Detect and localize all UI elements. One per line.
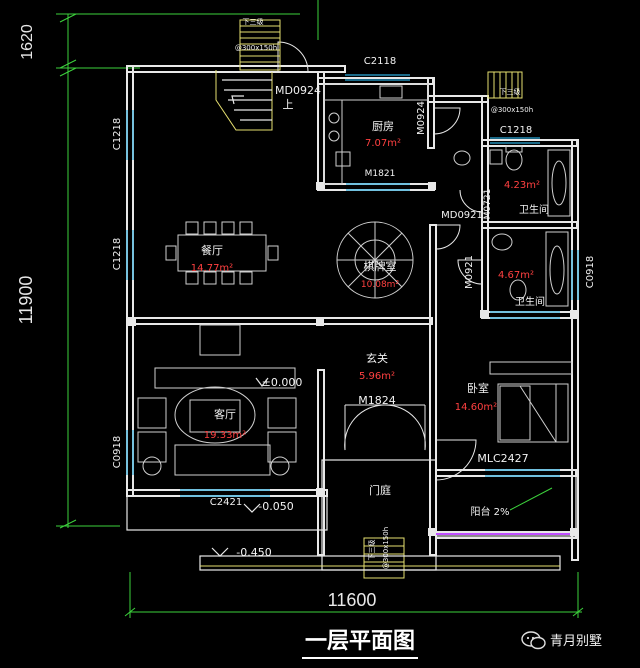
watermark-text: 青月别墅 (550, 634, 602, 649)
bath1-area: 4.23m² (504, 180, 540, 191)
component-labels: C2118 C1218 C1218 C0918 C0918 C1218 C242… (112, 17, 596, 569)
bottom-dimension-label: 11600 (328, 590, 377, 610)
label-c0918-right: C0918 (585, 256, 596, 288)
label-steps-top: 下三级 (243, 17, 264, 26)
dining-area: 14.77m² (191, 263, 233, 274)
plan-title: 一层平面图 (305, 629, 415, 654)
left-dimension-label: 11900 (16, 276, 36, 325)
label-m0721: M0721 (483, 189, 493, 220)
doors (277, 41, 483, 481)
dining-name: 餐厅 (201, 243, 223, 257)
furniture (128, 83, 578, 557)
label-steps-bottom: 下三级 (367, 540, 376, 561)
label-c2421: C2421 (210, 497, 242, 508)
label-m0921: M0921 (464, 255, 475, 289)
label-md0921: MD0921 (441, 210, 483, 221)
balcony-name: 阳台 2% (470, 505, 509, 518)
bath1-name: 卫生间 (519, 203, 549, 216)
label-stepsize-right: @300x150h (491, 106, 533, 114)
kitchen-area: 7.07m² (365, 138, 401, 149)
label-stepsize-bottom: @300x150h (382, 527, 390, 569)
bath2-area: 4.67m² (498, 270, 534, 281)
chess-area: 10.08m² (361, 280, 400, 290)
label-c1218-small: C1218 (500, 125, 532, 136)
living-name: 客厅 (214, 407, 236, 421)
bath2-name: 卫生间 (515, 295, 545, 308)
label-mlc2427: MLC2427 (477, 452, 528, 465)
foyer-area: 5.96m² (359, 371, 395, 382)
label-md0924: MD0924 (275, 84, 321, 97)
watermark: 青月别墅 (520, 628, 635, 654)
kitchen-name: 厨房 (372, 120, 394, 133)
chess-name: 棋牌室 (364, 259, 397, 273)
label-m0924: M0924 (416, 101, 427, 135)
dimension-lines (56, 0, 584, 618)
label-c0918-left: C0918 (112, 436, 123, 468)
label-steps-right: 下三级 (500, 87, 521, 96)
room-labels: 餐厅 14.77m² 厨房 7.07m² 棋牌室 10.08m² 4.23m² … (191, 120, 549, 518)
label-m1821: M1821 (365, 169, 396, 179)
level-zero: ±0.000 (262, 376, 303, 389)
label-c1218-b: C1218 (112, 238, 123, 270)
porch-name: 门庭 (369, 483, 391, 497)
label-m1824: M1824 (358, 394, 396, 407)
label-stepsize-top: @300x150h (235, 44, 277, 52)
wechat-icon: 青月别墅 (521, 631, 602, 650)
bedroom-area: 14.60m² (455, 402, 497, 413)
label-c2118: C2118 (364, 56, 396, 67)
stairs (199, 19, 561, 579)
foyer-name: 玄关 (366, 351, 388, 365)
bedroom-name: 卧室 (467, 381, 489, 395)
label-c1218-a: C1218 (112, 118, 123, 150)
label-stair-up: 上 (283, 98, 294, 111)
top-dimension-label: 1620 (19, 24, 36, 60)
level-minus-050: -0.050 (258, 500, 293, 513)
windows (126, 74, 579, 497)
level-minus-450: -0.450 (236, 546, 271, 559)
living-area: 19.33m² (204, 430, 246, 441)
